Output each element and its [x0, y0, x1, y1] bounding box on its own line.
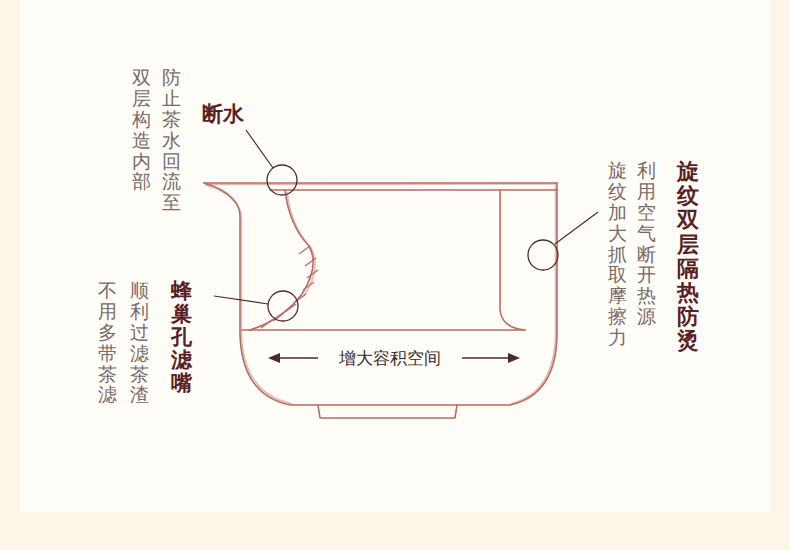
arrow-shaft	[462, 357, 512, 358]
dimension-label: 增大容积空间	[336, 347, 444, 370]
arrow-head	[508, 353, 520, 363]
inner-wall	[500, 190, 525, 330]
leader-lines	[214, 130, 598, 304]
filter-hole	[307, 270, 318, 278]
filter-hole	[261, 320, 272, 328]
callout-circle	[268, 291, 298, 321]
arrow-shaft	[276, 357, 318, 358]
outer-wall-sketch	[206, 185, 291, 404]
callout-note: 不用多带茶滤	[98, 280, 117, 405]
callout-note: 顺利过滤茶渣	[130, 280, 149, 405]
leader-line	[214, 296, 268, 304]
filter-holes	[261, 246, 318, 328]
filter-sketch	[287, 192, 315, 296]
arrow-head	[268, 353, 280, 363]
callout-title: 旋纹双层隔热防烫	[677, 160, 699, 354]
filter-hole	[303, 282, 314, 290]
leader-line	[555, 212, 598, 244]
rim	[204, 182, 557, 184]
honeycomb-filter	[250, 190, 313, 330]
foot-ring	[318, 405, 457, 418]
callout-note: 双层构造内部	[132, 67, 151, 192]
callout-circle	[267, 165, 297, 195]
callout-circle	[528, 240, 558, 270]
callout-title: 断水	[199, 100, 247, 128]
filter-hole	[305, 258, 316, 266]
pitcher-outline	[204, 183, 557, 418]
rim-sketch	[206, 183, 556, 185]
leader-line	[246, 130, 273, 168]
inner-bottom	[242, 329, 525, 331]
callout-note: 防止茶水回流至	[162, 67, 181, 213]
callout-note: 旋纹加大抓取摩擦力	[608, 160, 627, 348]
callout-note: 利用空气断开热源	[637, 160, 656, 327]
callout-circles	[267, 165, 558, 321]
filter-hole	[285, 304, 296, 312]
filter-hole	[299, 246, 310, 254]
outer-wall-sketch	[512, 186, 556, 404]
outer-wall	[204, 183, 557, 405]
panel	[20, 0, 770, 512]
inner-rim	[270, 189, 557, 191]
callout-title: 蜂巢孔滤嘴	[171, 280, 192, 395]
